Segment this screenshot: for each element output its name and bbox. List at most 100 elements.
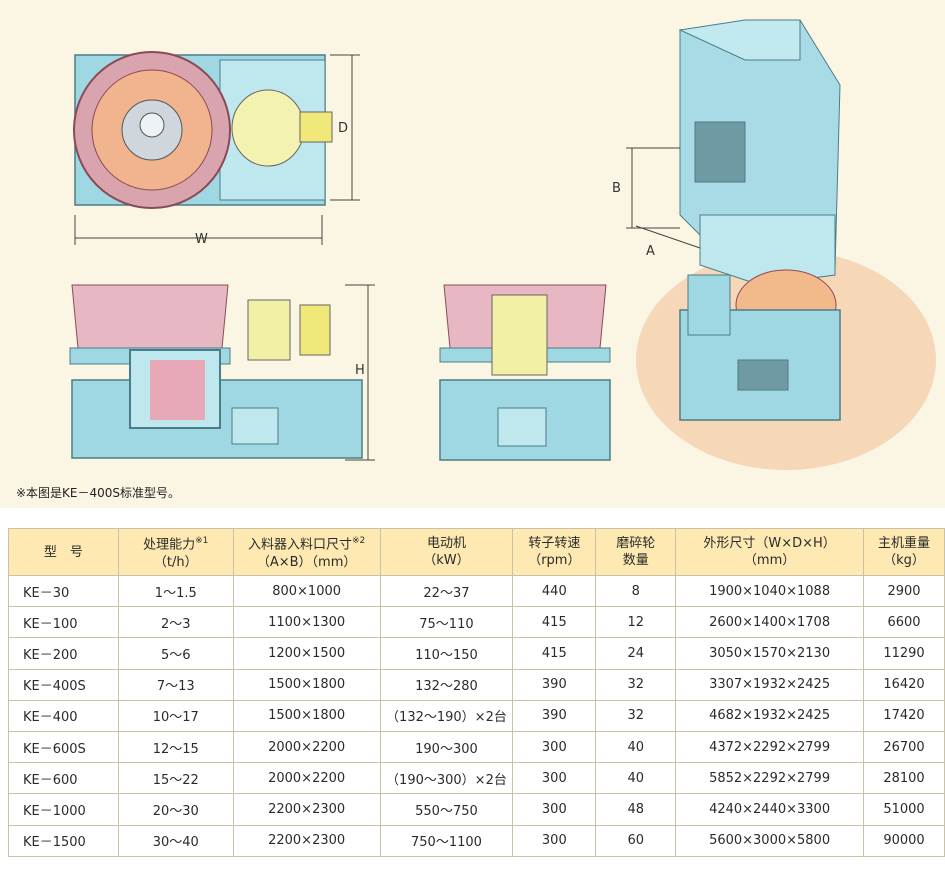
table-cell: 22～37 bbox=[379, 574, 514, 608]
table-cell: 6600 bbox=[863, 606, 945, 639]
table-cell: 8 bbox=[595, 574, 677, 608]
figure-note: ※本图是KE－400S标准型号。 bbox=[16, 486, 181, 500]
table-cell: 1500×1800 bbox=[232, 668, 381, 701]
model-cell: KE－400S bbox=[8, 668, 119, 701]
header-label: 外形尺寸（W×D×H） bbox=[703, 536, 836, 551]
table-cell: 48 bbox=[595, 793, 677, 826]
table-cell: 440 bbox=[512, 574, 597, 608]
front-view-drawing bbox=[69, 284, 363, 459]
table-cell: 3050×1570×2130 bbox=[675, 637, 865, 670]
column-header: 主机重量（kg） bbox=[863, 528, 945, 576]
model-cell: KE－600S bbox=[8, 730, 119, 764]
table-cell: 1100×1300 bbox=[232, 606, 381, 639]
table-cell: 1900×1040×1088 bbox=[675, 574, 865, 608]
header-label: 型 号 bbox=[43, 544, 83, 560]
table-cell: 415 bbox=[512, 637, 597, 670]
table-cell: 300 bbox=[512, 793, 597, 826]
figure-area: D W H bbox=[0, 0, 945, 508]
spec-table: 型 号处理能力※1（t/h）入料器入料口尺寸※2（A×B）（mm）电动机（kW）… bbox=[8, 528, 945, 857]
spec-table-header: 型 号处理能力※1（t/h）入料器入料口尺寸※2（A×B）（mm）电动机（kW）… bbox=[8, 528, 945, 576]
model-cell: KE－600 bbox=[8, 762, 119, 795]
table-cell: 90000 bbox=[863, 824, 945, 857]
table-cell: 2600×1400×1708 bbox=[675, 606, 865, 639]
table-cell: 800×1000 bbox=[232, 574, 381, 608]
table-cell: 5852×2292×2799 bbox=[675, 762, 865, 795]
table-cell: 300 bbox=[512, 762, 597, 795]
table-cell: 300 bbox=[512, 824, 597, 857]
table-cell: 28100 bbox=[863, 762, 945, 795]
table-cell: 390 bbox=[512, 699, 597, 732]
header-footnote-mark: ※1 bbox=[195, 536, 209, 547]
model-cell: KE－100 bbox=[8, 606, 119, 639]
table-cell: 40 bbox=[595, 762, 677, 795]
table-cell: 110～150 bbox=[379, 637, 514, 670]
table-cell: 390 bbox=[512, 668, 597, 701]
table-cell: 1200×1500 bbox=[232, 637, 381, 670]
header-unit: 数量 bbox=[622, 553, 649, 568]
header-label: 入料器入料口尺寸 bbox=[247, 537, 352, 553]
model-cell: KE－30 bbox=[8, 574, 119, 608]
section-divider bbox=[0, 508, 945, 528]
dim-label-h: H bbox=[355, 363, 365, 378]
table-cell: 32 bbox=[595, 668, 677, 701]
table-cell: 15～22 bbox=[117, 762, 234, 795]
top-view-drawing bbox=[73, 51, 333, 209]
dim-label-a: A bbox=[646, 244, 655, 259]
dim-label-w: W bbox=[195, 232, 208, 247]
column-header: 磨碎轮数量 bbox=[595, 528, 677, 576]
side-view-drawing bbox=[439, 284, 611, 461]
header-unit: （rpm） bbox=[528, 553, 581, 568]
table-cell: 17420 bbox=[863, 699, 945, 732]
table-cell: 2000×2200 bbox=[232, 762, 381, 795]
table-cell: 30～40 bbox=[117, 824, 234, 857]
table-cell: 2200×2300 bbox=[232, 793, 381, 826]
table-cell: 11290 bbox=[863, 637, 945, 670]
column-header: 转子转速（rpm） bbox=[512, 528, 597, 576]
model-cell: KE－1000 bbox=[8, 793, 119, 826]
table-cell: 1～1.5 bbox=[117, 574, 234, 608]
table-cell: 2～3 bbox=[117, 606, 234, 639]
table-cell: 12～15 bbox=[117, 730, 234, 764]
header-unit: （t/h） bbox=[153, 554, 198, 570]
table-cell: 1500×1800 bbox=[232, 699, 381, 732]
header-footnote-mark: ※2 bbox=[351, 536, 366, 547]
table-cell: 2000×2200 bbox=[232, 730, 381, 764]
table-cell: 10～17 bbox=[117, 699, 234, 732]
header-unit: （kW） bbox=[423, 553, 470, 568]
header-label: 处理能力 bbox=[143, 537, 196, 553]
table-cell: 51000 bbox=[863, 793, 945, 826]
model-cell: KE－400 bbox=[8, 699, 119, 732]
table-cell: 16420 bbox=[863, 668, 945, 701]
table-cell: 5600×3000×5800 bbox=[675, 824, 865, 857]
table-cell: 3307×1932×2425 bbox=[675, 668, 865, 701]
machine-drawings: D W H bbox=[69, 19, 936, 470]
table-cell: 415 bbox=[512, 606, 597, 639]
table-cell: 32 bbox=[595, 699, 677, 732]
column-header: 外形尺寸（W×D×H） （mm） bbox=[675, 528, 865, 576]
column-header: 电动机（kW） bbox=[379, 528, 514, 576]
header-unit: （kg） bbox=[883, 553, 925, 568]
table-cell: 132～280 bbox=[379, 668, 514, 701]
table-cell: 20～30 bbox=[117, 793, 234, 826]
perspective-drawing bbox=[636, 19, 936, 470]
table-cell: 12 bbox=[595, 606, 677, 639]
table-cell: 300 bbox=[512, 730, 597, 764]
table-cell: 5～6 bbox=[117, 637, 234, 670]
table-cell: 190～300 bbox=[379, 730, 514, 764]
model-cell: KE－200 bbox=[8, 637, 119, 670]
table-cell: 24 bbox=[595, 637, 677, 670]
table-cell: （190～300）×2台 bbox=[379, 762, 514, 795]
column-header: 处理能力※1 （t/h） bbox=[117, 528, 234, 576]
table-cell: 75～110 bbox=[379, 606, 514, 639]
table-cell: 7～13 bbox=[117, 668, 234, 701]
header-unit: （mm） bbox=[743, 553, 796, 568]
